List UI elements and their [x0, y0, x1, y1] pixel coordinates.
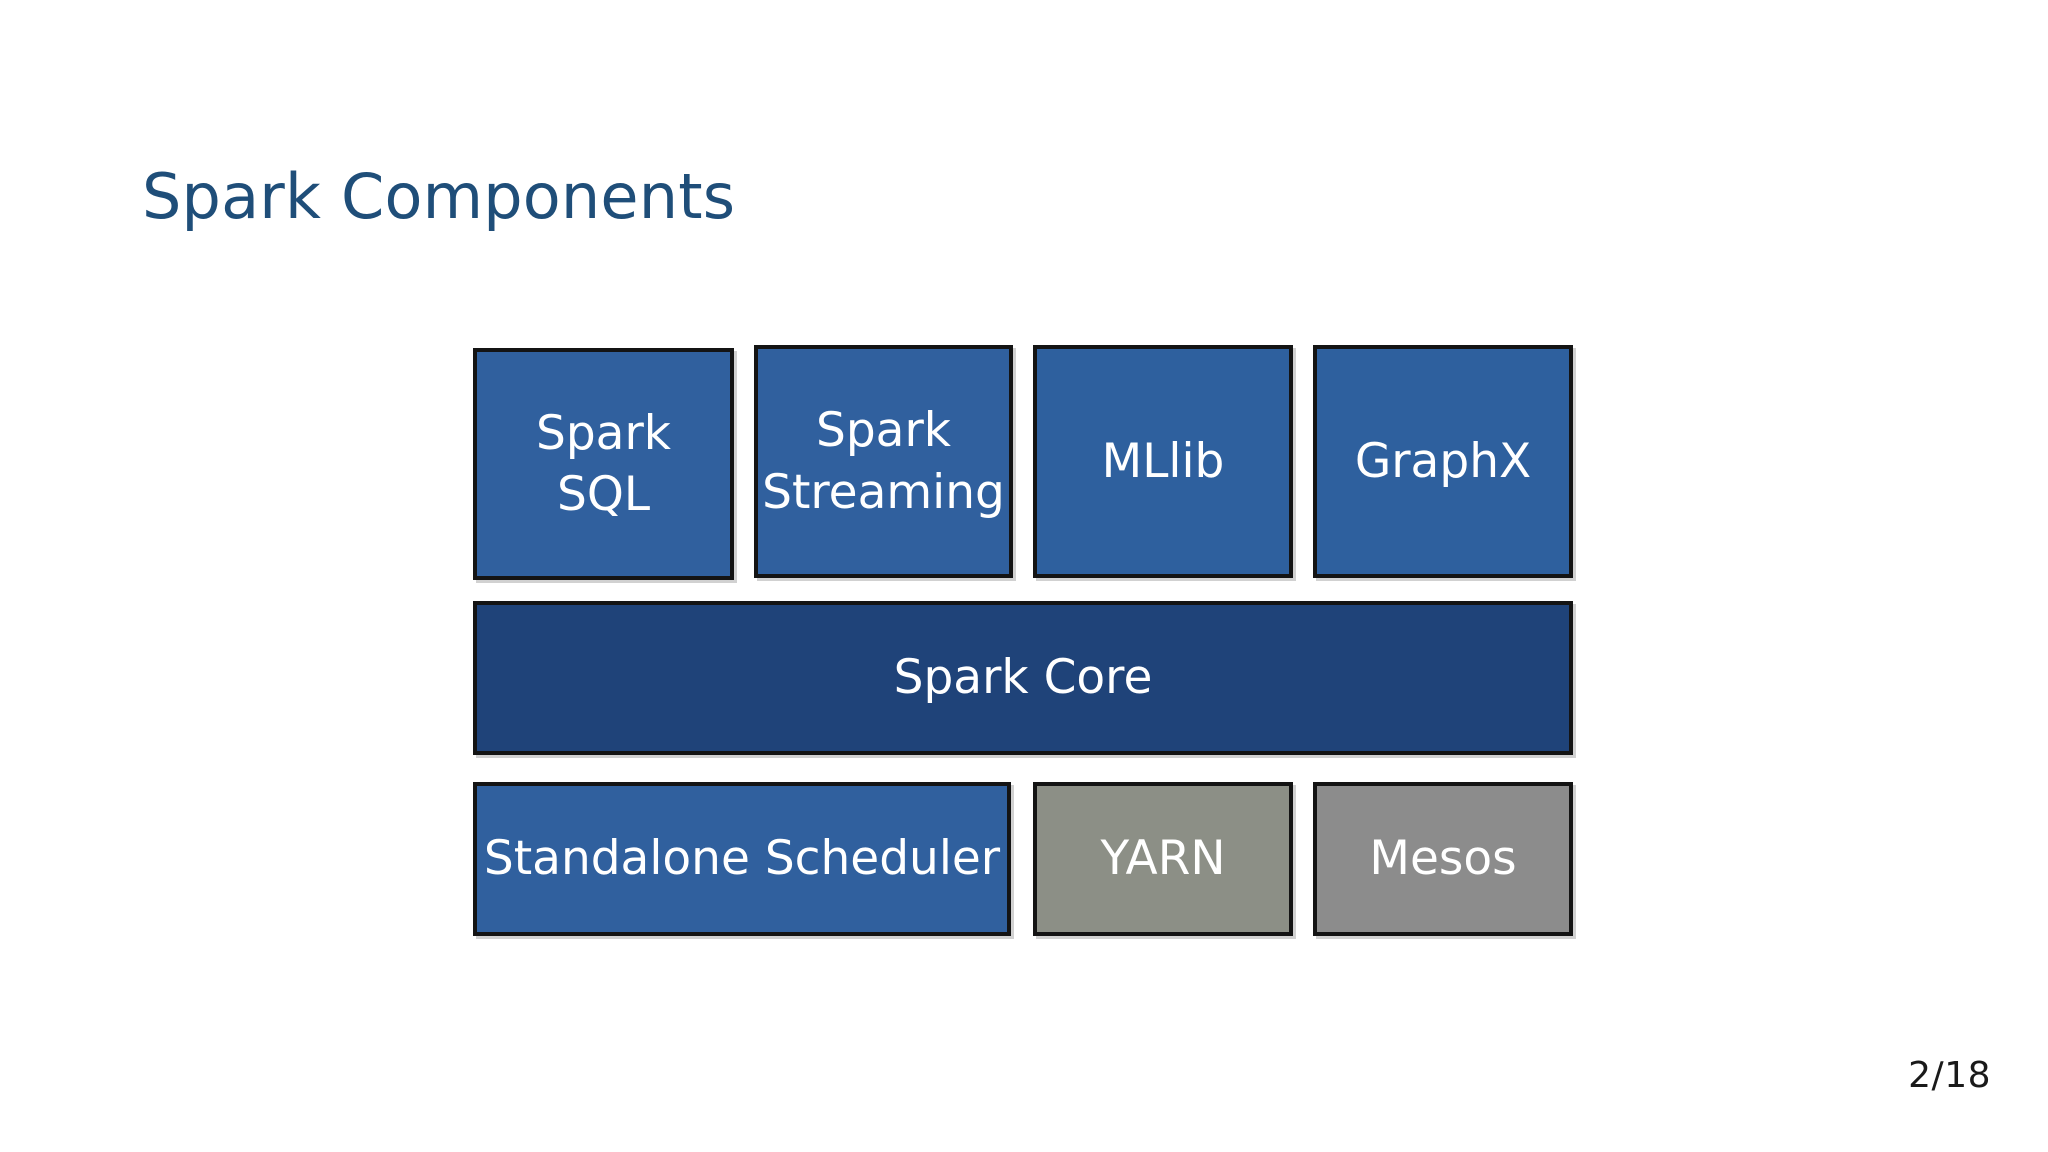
node-label-line-1: Spark — [535, 405, 671, 461]
node-label: MLlib — [1101, 433, 1225, 489]
page-number: 2/18 — [1908, 1055, 1991, 1096]
node-label: Mesos — [1369, 831, 1517, 887]
diagram-node-mllib: MLlib — [1033, 345, 1293, 578]
diagram-node-yarn: YARN — [1033, 782, 1293, 936]
node-label: Standalone Scheduler — [483, 831, 1001, 887]
node-label-line-1: Spark — [815, 403, 951, 459]
node-label: GraphX — [1354, 433, 1532, 489]
page-title: Spark Components — [142, 159, 736, 233]
diagram-node-graphx: GraphX — [1313, 345, 1573, 578]
diagram-node-spark-core: Spark Core — [473, 601, 1573, 755]
node-label-line-2: SQL — [556, 467, 650, 522]
diagram-node-spark-streaming: Spark Streaming — [754, 345, 1013, 578]
node-label-line-2: Streaming — [762, 464, 1005, 520]
diagram-node-standalone-scheduler: Standalone Scheduler — [473, 782, 1011, 936]
node-label: Spark Core — [893, 650, 1153, 706]
node-label: YARN — [1100, 831, 1226, 887]
diagram-node-spark-sql: Spark SQL — [473, 348, 734, 580]
diagram-node-mesos: Mesos — [1313, 782, 1573, 936]
